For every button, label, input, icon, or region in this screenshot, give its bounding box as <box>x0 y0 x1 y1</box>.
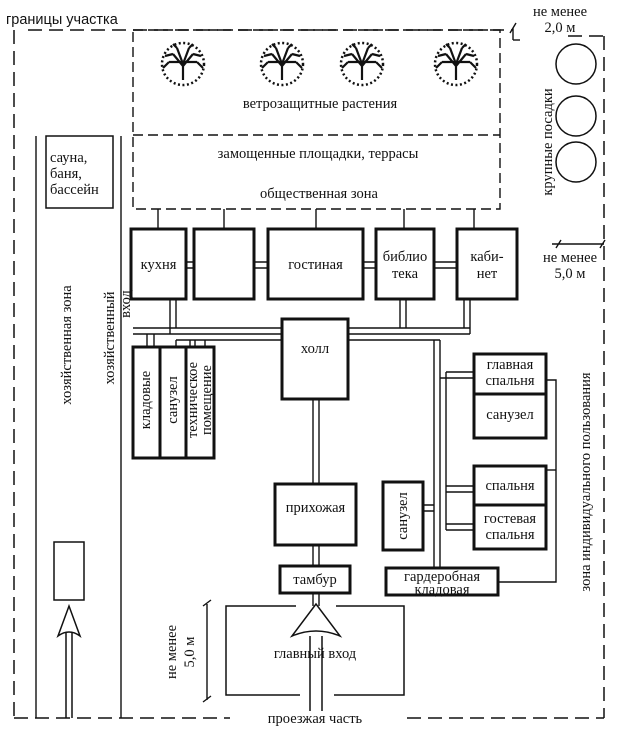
public-zone-area <box>132 29 501 210</box>
windbreak-trees-icon <box>160 41 479 87</box>
bathroom-mid-label: санузел <box>395 492 411 540</box>
roadway-label: проезжая часть <box>230 711 400 727</box>
paved-areas-label: замощенные площадки, террасы <box>217 146 419 162</box>
utility-entrance-label-2: вход <box>118 290 134 318</box>
hall-label: холл <box>300 341 330 357</box>
master-bedroom-label-2: спальня <box>485 373 535 389</box>
bath-label: баня, <box>50 166 82 182</box>
bedroom-label: спальня <box>485 478 535 494</box>
connector-lines <box>133 209 557 606</box>
study-label-1: каби- <box>470 249 504 265</box>
kitchen-label: кухня <box>140 257 177 273</box>
utility-zone-lines <box>35 136 122 718</box>
windbreak-plants-label: ветрозащитные растения <box>242 96 398 112</box>
large-plantings-circles <box>555 43 597 183</box>
main-entrance-label: главный вход <box>273 646 357 662</box>
bathroom-master-label: санузел <box>486 407 534 423</box>
sauna-box <box>45 135 114 209</box>
min-5m-bottom-label-1: не менее <box>164 624 180 680</box>
public-zone-label: общественная зона <box>260 186 378 202</box>
private-zone-label: зона индивидуального пользования <box>578 372 594 592</box>
storage-label: кладовые <box>138 370 154 430</box>
min-5m-bottom-label-2: 5,0 м <box>182 636 198 668</box>
foyer-label: прихожая <box>285 500 346 516</box>
room-boxes <box>129 227 548 597</box>
utility-zone-label: хозяйственная зона <box>59 285 75 405</box>
guest-bedroom-label-1: гостевая <box>483 511 537 527</box>
wardrobe-label-1: гардеробная <box>404 569 480 585</box>
utility-entrance-arrow-icon <box>53 541 85 718</box>
main-entrance-area <box>225 605 405 696</box>
library-label-2: тека <box>391 266 419 282</box>
living-room-label: гостиная <box>288 257 343 273</box>
pool-label: бассейн <box>50 182 99 198</box>
library-label-1: библио <box>382 249 428 265</box>
sauna-label: сауна, <box>50 150 88 166</box>
utility-entrance-label-1: хозяйственный <box>102 291 118 385</box>
min-5m-right-label-2: 5,0 м <box>554 266 586 282</box>
dimension-markers <box>202 22 606 703</box>
master-bedroom-label-1: главная <box>486 357 534 373</box>
wardrobe-label-2: кладовая <box>414 582 470 598</box>
technical-room-label-2: помещение <box>199 365 215 435</box>
min-5m-right-label-1: не менее <box>542 250 598 266</box>
bathroom-left-label: санузел <box>165 376 181 424</box>
large-plantings-label: крупные посадки <box>540 88 556 196</box>
min-2m-label-1: не менее <box>532 4 588 20</box>
study-label-2: нет <box>476 266 498 282</box>
main-entrance-arrow-icon <box>289 602 343 718</box>
vestibule-label: тамбур <box>293 572 337 588</box>
guest-bedroom-label-2: спальня <box>485 527 535 543</box>
site-boundary-label: границы участка <box>6 12 118 28</box>
min-2m-label-2: 2,0 м <box>544 20 576 36</box>
